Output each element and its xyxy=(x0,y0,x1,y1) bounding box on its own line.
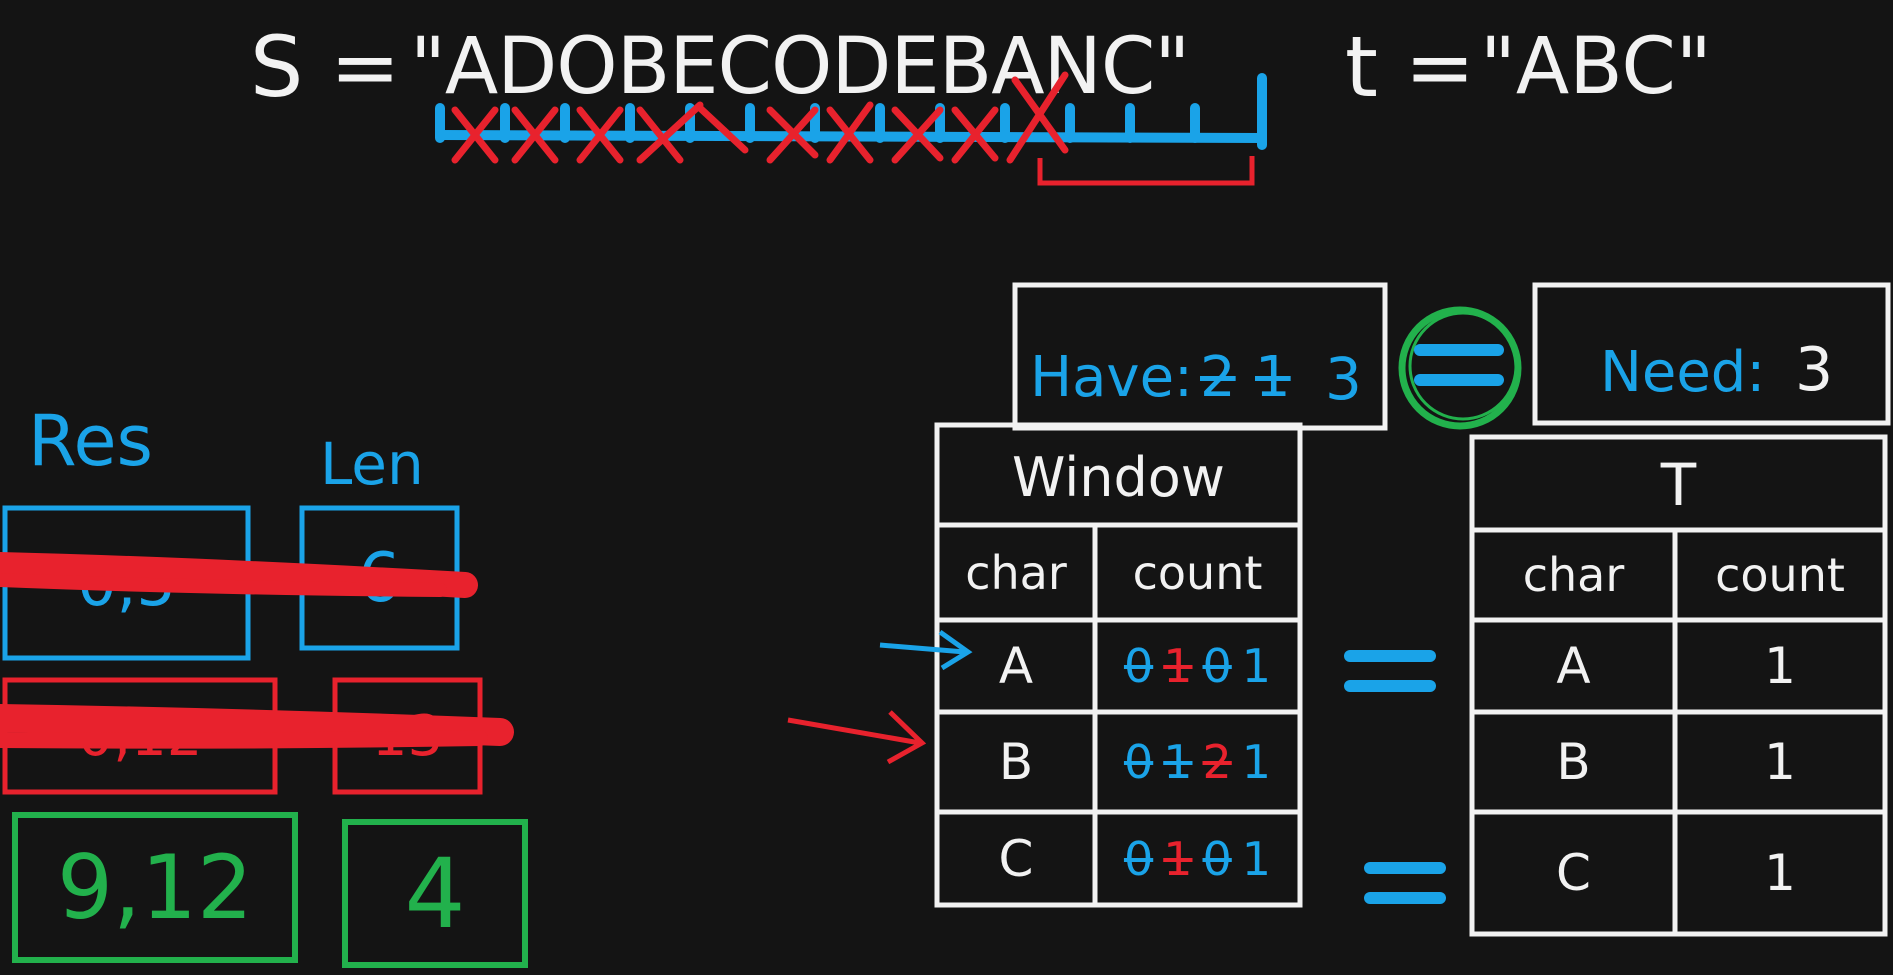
window-row-a-char: A xyxy=(998,637,1034,695)
count-history: 1 xyxy=(1163,639,1193,693)
count-current: 1 xyxy=(1241,639,1272,693)
s-label: S = xyxy=(250,18,401,116)
count-history: 0 xyxy=(1202,831,1232,886)
right-pointer-arrow xyxy=(787,710,927,765)
count-history: 1 xyxy=(1163,735,1193,789)
window-table-title: Window xyxy=(1012,446,1225,509)
t-value: "ABC" xyxy=(1480,22,1712,112)
need-value: 3 xyxy=(1795,335,1834,405)
t-row-c-char: C xyxy=(1556,844,1591,902)
window-row-a-count: 0 1 0 1 xyxy=(1095,620,1300,712)
left-pointer-arrow xyxy=(879,629,973,671)
window-table-grid xyxy=(934,422,1303,908)
count-history: 1 xyxy=(1163,831,1193,886)
have-box xyxy=(1012,282,1388,431)
len-label: Len xyxy=(320,430,424,498)
crossed-out-marks xyxy=(451,71,1069,164)
have-value: 3 xyxy=(1325,345,1362,413)
res-current: 9,12 xyxy=(57,836,253,939)
len-current: 4 xyxy=(404,837,466,950)
t-row-a-count: 1 xyxy=(1764,637,1796,695)
window-header-char: char xyxy=(965,545,1067,600)
t-label: t = xyxy=(1345,18,1476,116)
t-table-grid xyxy=(1469,434,1888,937)
window-bracket xyxy=(1037,156,1255,186)
window-row-c-char: C xyxy=(998,829,1034,888)
count-current: 1 xyxy=(1241,735,1272,789)
window-row-b-count: 0 1 2 1 xyxy=(1095,712,1300,812)
count-history: 2 xyxy=(1202,735,1232,789)
res-box-3 xyxy=(12,812,298,963)
window-row-c-count: 0 1 0 1 xyxy=(1095,812,1300,905)
res-label: Res xyxy=(28,400,154,482)
count-current: 1 xyxy=(1241,831,1272,886)
need-label: Need: xyxy=(1600,340,1766,405)
t-row-b-count: 1 xyxy=(1764,733,1796,791)
t-row-c-count: 1 xyxy=(1764,844,1796,902)
t-table-title: T xyxy=(1660,451,1697,519)
count-history: 0 xyxy=(1202,639,1232,693)
have-label: Have: xyxy=(1030,345,1193,410)
s-value: "ADOBECODEBANC" xyxy=(410,22,1190,112)
t-header-count: count xyxy=(1715,548,1845,602)
window-row-b-char: B xyxy=(998,733,1034,791)
t-row-b-char: B xyxy=(1556,733,1591,791)
need-box xyxy=(1532,282,1891,426)
equals-circle xyxy=(1398,306,1522,430)
t-row-a-char: A xyxy=(1556,637,1591,695)
count-history: 0 xyxy=(1123,639,1154,693)
window-header-count: count xyxy=(1132,545,1263,600)
have-crossed-2: 1 xyxy=(1255,345,1291,410)
count-history: 0 xyxy=(1123,735,1154,789)
t-header-char: char xyxy=(1522,548,1625,602)
len-box-3 xyxy=(342,819,528,968)
have-crossed-1: 2 xyxy=(1200,345,1236,410)
count-history: 0 xyxy=(1123,831,1154,886)
